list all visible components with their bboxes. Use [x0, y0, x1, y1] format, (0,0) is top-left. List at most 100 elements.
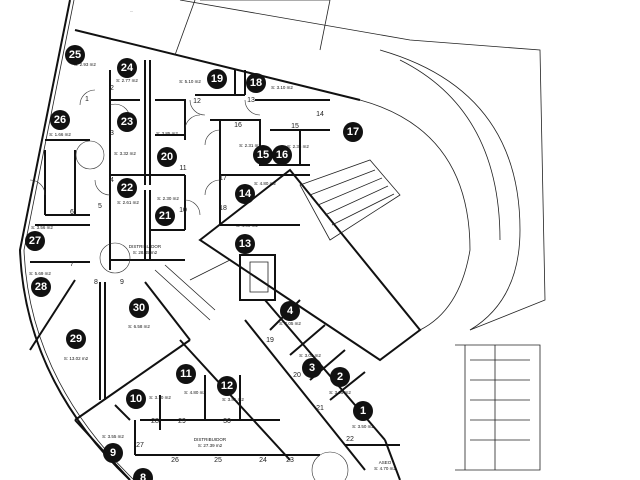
- room-number: 1: [360, 405, 366, 417]
- room-area: S: 4.80 m2: [254, 181, 276, 186]
- room-marker-23: 23 S: 3.32 m2: [114, 112, 137, 156]
- room-number-badge: [133, 468, 153, 480]
- distribuidor-1-name: DISTRIBUIDOR: [129, 244, 162, 249]
- room-number: 25: [69, 49, 81, 61]
- room-number: 17: [347, 126, 359, 138]
- door-number: 25: [214, 457, 222, 464]
- room-number-badge: [207, 69, 227, 89]
- room-marker-30: 30S: 6.58 m2: [128, 298, 150, 329]
- room-number: 12: [221, 380, 233, 392]
- room-number-badge: [330, 367, 350, 387]
- room-number: 11: [180, 368, 192, 380]
- door-number: 20: [293, 372, 301, 379]
- distribuidor-2-name: DISTRIBUIDOR: [194, 437, 227, 442]
- room-number: 8: [140, 472, 146, 480]
- room-area: S: 3.32 m2: [114, 151, 136, 156]
- walls: [18, 0, 546, 480]
- room-area: S: 3.05 m2: [329, 390, 351, 395]
- room-number: 30: [133, 302, 145, 314]
- door-number: 29: [178, 418, 186, 425]
- door-number: 9: [120, 279, 124, 286]
- room-area: S: 3.10 m2: [149, 395, 171, 400]
- room-area: S: 2.93 m2: [74, 62, 96, 67]
- door-number: 10: [179, 207, 187, 214]
- door-number: 6: [70, 209, 74, 216]
- distribuidor-2-area: S: 27.39 m2: [198, 443, 223, 448]
- door-number: 21: [316, 405, 324, 412]
- door-number: 28: [151, 418, 159, 425]
- door-number: 26: [171, 457, 179, 464]
- room-area: S: 4.00 m2: [236, 223, 258, 228]
- room-area: S: 2.61 m2: [117, 200, 139, 205]
- room-marker-9: 9 S: 3.55 m2: [102, 434, 124, 463]
- room-number: 3: [309, 362, 315, 374]
- door-number: 8: [94, 279, 98, 286]
- room-marker-4: 4 S: 2.05 m2: [279, 301, 301, 326]
- room-area: S: 3.85 m2: [156, 131, 178, 136]
- distribuidor-1-area: S: 28.45 m2: [133, 250, 158, 255]
- door-number: 1: [85, 96, 89, 103]
- room-number-badge: [343, 122, 363, 142]
- room-number: 18: [250, 77, 262, 89]
- room-number-badge: [235, 234, 255, 254]
- room-number: 13: [239, 238, 251, 250]
- door-number: 11: [179, 165, 186, 172]
- room-marker-25: 25S: 2.93 m2: [65, 45, 96, 67]
- room-area: S: 1.66 m2: [49, 132, 71, 137]
- room-number: 14: [239, 188, 252, 200]
- stairs: [299, 159, 401, 241]
- door-number: 22: [346, 436, 354, 443]
- room-area: S: 2.05 m2: [279, 321, 301, 326]
- door-number: 24: [259, 457, 267, 464]
- aseo-name: ASEO: [379, 460, 392, 465]
- room-number-badge: [176, 364, 196, 384]
- door-number: 12: [193, 98, 201, 105]
- door-number: 15: [291, 123, 299, 130]
- room-number-badge: [246, 73, 266, 93]
- room-area: S: 5.10 m2: [179, 79, 201, 84]
- room-number-badge: [117, 178, 137, 198]
- room-area: S: 2.30 m2: [157, 196, 179, 201]
- door-number: 7: [70, 261, 74, 268]
- room-number-badge: [50, 110, 70, 130]
- sign-text: ...: [130, 8, 133, 13]
- room-marker-29: 29S: 13.02 m2: [64, 329, 89, 361]
- top-wall: [74, 29, 361, 101]
- room-number: 4: [287, 305, 294, 317]
- door-number: 14: [316, 111, 324, 118]
- room-area: S: 3.55 m2: [102, 434, 124, 439]
- room-area: S: 3.56 m2: [31, 225, 53, 230]
- room-number-badge: [25, 231, 45, 251]
- room-marker-28: 28S: 5.69 m2: [29, 271, 51, 297]
- door-number: 19: [266, 337, 274, 344]
- room-number-badge: [103, 443, 123, 463]
- labels: DISTRIBUIDOR S: 28.45 m2 DISTRIBUIDOR S:…: [129, 8, 397, 471]
- room-marker-22: 22 S: 2.61 m2: [117, 178, 139, 205]
- room-number: 23: [121, 116, 133, 128]
- room-marker-12: 12 S: 3.81 m2: [217, 376, 244, 402]
- door-number: 5: [98, 203, 102, 210]
- room-area: S: 2.77 m2: [116, 78, 138, 83]
- room-number-badge: [157, 147, 177, 167]
- room-marker-21: 21S: 2.30 m2: [155, 196, 179, 226]
- room-area: S: 2.31 m2: [239, 143, 261, 148]
- room-marker-26: 26S: 1.66 m2: [49, 110, 71, 137]
- door-number: 2: [110, 85, 114, 92]
- room-marker-19: 19S: 5.10 m2: [179, 69, 227, 89]
- room-number: 15: [257, 149, 269, 161]
- room-number-badge: [129, 298, 149, 318]
- room-area: S: 3.81 m2: [222, 397, 244, 402]
- door-number: 16: [234, 122, 242, 129]
- room-number: 22: [121, 182, 133, 194]
- central-core: [198, 168, 422, 362]
- room-marker-20: 20S: 3.85 m2: [156, 131, 178, 167]
- room-marker-27: 27S: 3.56 m2: [25, 225, 53, 251]
- room-number: 9: [110, 447, 116, 459]
- door-number: 18: [219, 205, 227, 212]
- room-number: 28: [35, 281, 47, 293]
- room-number: 16: [276, 149, 288, 161]
- door-number: 3: [110, 130, 114, 137]
